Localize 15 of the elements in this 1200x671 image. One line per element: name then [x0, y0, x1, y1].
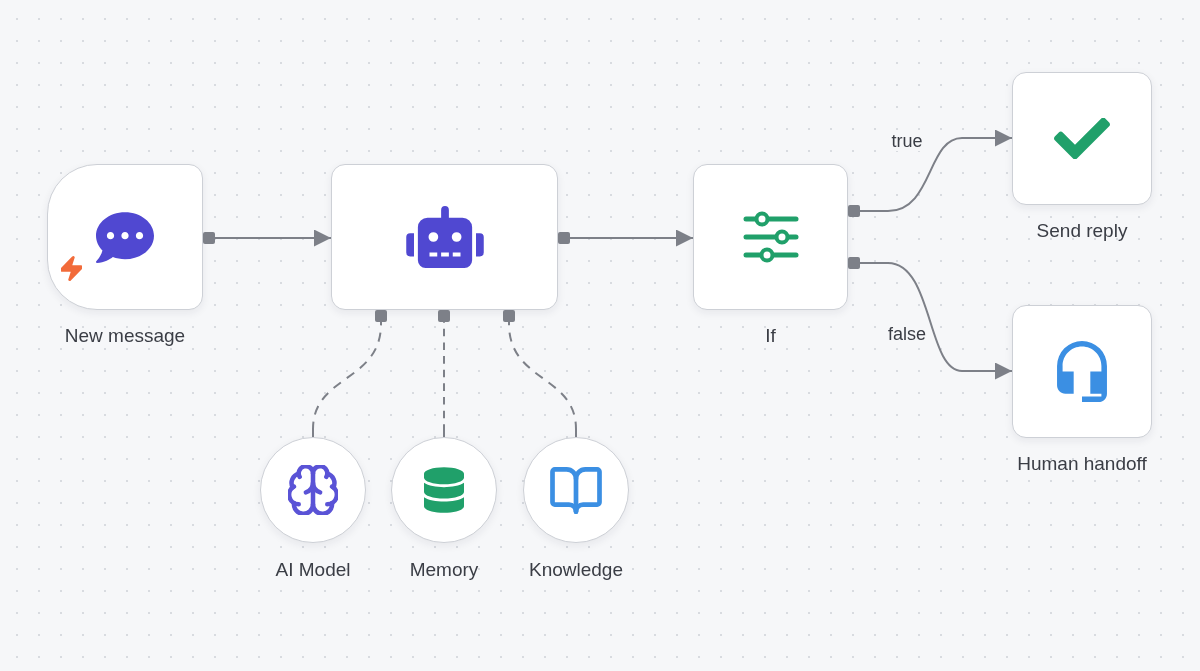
node-label: Knowledge	[529, 559, 623, 581]
node-label: Human handoff	[1017, 453, 1147, 475]
dashed-connector	[503, 309, 577, 438]
node-label: New message	[64, 325, 186, 347]
node-label: If	[765, 325, 776, 347]
arrow	[847, 129, 1013, 217]
node-label: Send reply	[1036, 220, 1128, 242]
dashed-connector	[312, 309, 387, 438]
arrow	[847, 257, 1013, 380]
node-card	[331, 164, 558, 310]
dashed-connector	[438, 309, 450, 438]
arrow	[202, 229, 332, 247]
node-label: AI Model	[275, 559, 351, 581]
arrow	[557, 229, 694, 247]
node-label: Memory	[409, 559, 479, 581]
